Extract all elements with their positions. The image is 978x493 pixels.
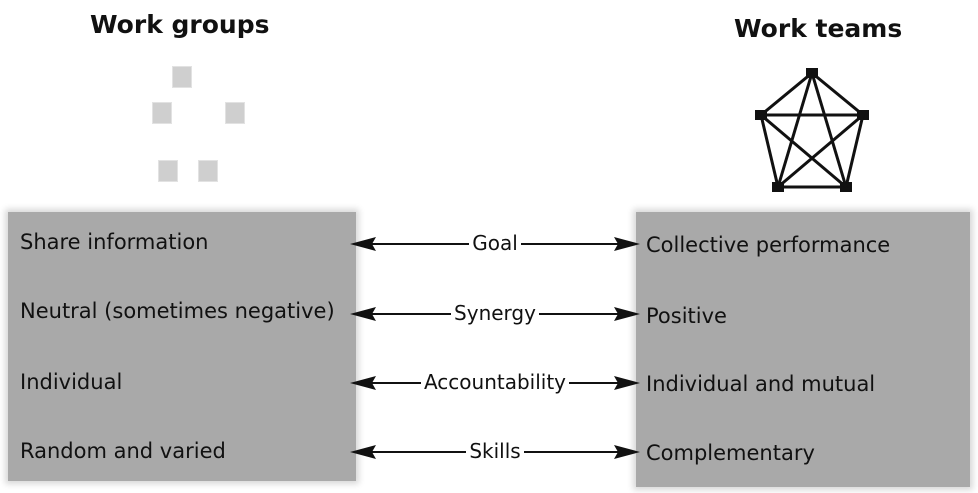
team-connections — [759, 71, 865, 189]
work-groups-goal: Share information — [20, 230, 209, 254]
work-teams-synergy: Positive — [646, 304, 727, 328]
goal-label: Goal — [469, 231, 521, 255]
work-teams-box: Collective performance Positive Individu… — [636, 212, 970, 487]
group-member-dot — [152, 102, 172, 124]
work-groups-synergy: Neutral (sometimes negative) — [20, 299, 335, 323]
work-teams-accountability: Individual and mutual — [646, 372, 876, 396]
skills-label: Skills — [466, 439, 524, 463]
work-teams-network — [755, 68, 869, 192]
accountability-label: Accountability — [420, 370, 570, 394]
work-teams-goal: Collective performance — [646, 233, 891, 257]
synergy-connector: Synergy — [350, 299, 640, 329]
work-teams-skills: Complementary — [646, 441, 815, 465]
work-groups-accountability: Individual — [20, 370, 123, 394]
work-groups-heading: Work groups — [90, 10, 270, 39]
goal-connector: Goal — [350, 229, 640, 259]
work-teams-heading: Work teams — [734, 14, 903, 43]
synergy-label: Synergy — [451, 301, 539, 325]
accountability-connector: Accountability — [350, 368, 640, 398]
group-member-dot — [172, 66, 192, 88]
work-groups-skills: Random and varied — [20, 439, 226, 463]
group-member-dot — [198, 160, 218, 182]
work-groups-box: Share information Neutral (sometimes neg… — [8, 212, 356, 481]
group-member-dot — [158, 160, 178, 182]
skills-connector: Skills — [350, 437, 640, 467]
group-member-dot — [225, 102, 245, 124]
